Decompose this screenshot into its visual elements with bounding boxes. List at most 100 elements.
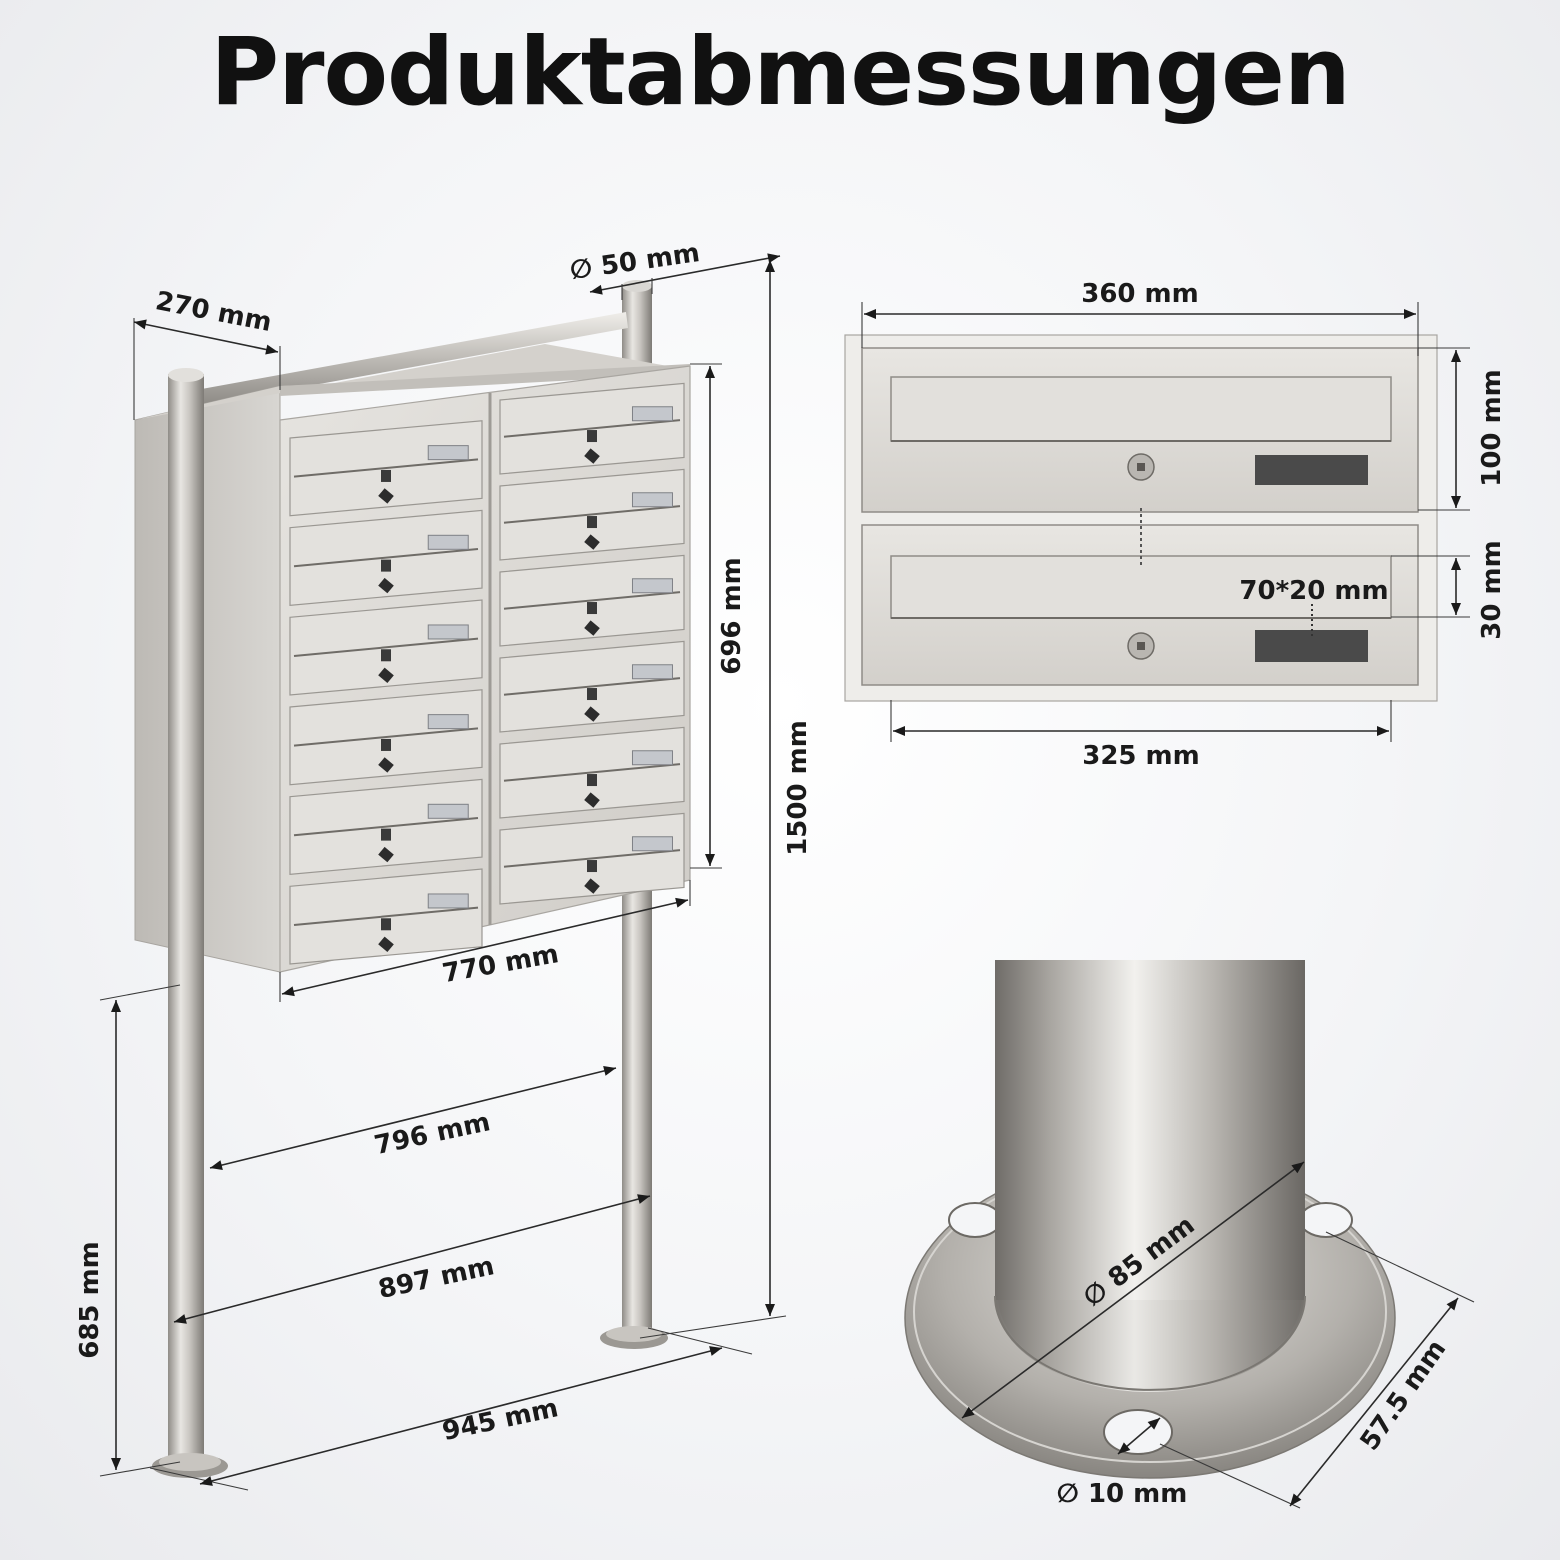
dim-box-height: 696 mm <box>717 557 747 675</box>
dim-box-height-front: 100 mm <box>1477 369 1507 487</box>
arrowhead <box>1451 558 1461 570</box>
mailbox-door <box>289 689 483 786</box>
mailbox-door <box>499 812 685 905</box>
arrowhead <box>111 1000 121 1012</box>
dim-hole-diameter: ∅ 10 mm <box>1057 1479 1188 1509</box>
key-icon <box>584 792 600 808</box>
key-icon <box>378 936 394 952</box>
arrowhead <box>765 1304 775 1316</box>
mounting-hole <box>1103 1409 1173 1455</box>
key-icon <box>584 534 600 550</box>
arrowhead <box>675 897 688 908</box>
name-label <box>427 714 469 730</box>
arrowhead <box>767 253 780 264</box>
lock-icon <box>381 828 391 841</box>
arrowhead <box>134 319 147 330</box>
lock-icon <box>381 469 391 482</box>
key-icon <box>378 577 394 594</box>
arrowhead <box>200 1476 213 1486</box>
arrowhead <box>111 1458 121 1470</box>
mailbox-door <box>289 599 483 696</box>
name-label <box>427 893 469 909</box>
mailbox-door <box>289 778 483 875</box>
name-label <box>427 624 469 640</box>
name-label <box>427 445 469 461</box>
dim-label-size: 70*20 mm <box>1239 576 1388 606</box>
lock-icon <box>587 688 597 701</box>
lock-icon <box>381 649 391 662</box>
name-label <box>631 578 673 594</box>
base-detail <box>904 960 1396 1479</box>
key-icon <box>378 488 394 504</box>
lock-icon <box>587 860 597 873</box>
dim-inner-post-spacing: 796 mm <box>372 1107 493 1161</box>
mailbox-door <box>499 468 685 561</box>
dim-base-width: 945 mm <box>440 1393 561 1447</box>
arrowhead <box>1147 1418 1160 1430</box>
mailbox-stand <box>134 280 691 1478</box>
dim-total-height: 1500 mm <box>783 720 813 856</box>
mailbox-door <box>289 868 483 965</box>
arrowhead <box>1118 1442 1131 1454</box>
top-rail <box>185 312 628 408</box>
key-icon <box>378 846 394 863</box>
key-icon <box>584 878 600 894</box>
arrowhead <box>765 260 775 272</box>
dim-post-spacing: 897 mm <box>376 1251 497 1305</box>
arrowhead <box>705 854 715 866</box>
mailbox-doors <box>289 382 685 965</box>
dim-outer-width: 360 mm <box>1081 279 1199 309</box>
mailbox-door <box>289 509 483 606</box>
name-label <box>427 803 469 819</box>
name-label <box>631 836 673 852</box>
arrowhead <box>1451 603 1461 615</box>
name-label <box>631 750 673 766</box>
name-label <box>631 664 673 680</box>
arrowhead <box>1377 726 1389 736</box>
arrowhead <box>174 1314 187 1324</box>
lock-icon <box>381 738 391 751</box>
arrowhead <box>864 309 876 319</box>
mailbox-door <box>499 726 685 819</box>
page-title: Produktabmessungen <box>210 18 1351 127</box>
lock-icon <box>381 918 391 931</box>
arrowhead <box>1404 309 1416 319</box>
dimension-arrows <box>111 253 1461 1506</box>
front-view-dimensions: 360 mm 325 mm 100 mm 30 mm 70*20 mm <box>861 279 1507 771</box>
arrowhead <box>1451 350 1461 362</box>
arrowhead <box>1291 1162 1304 1174</box>
front-post <box>168 374 204 1460</box>
lock-icon <box>381 559 391 572</box>
arrowhead <box>603 1066 616 1076</box>
arrowhead <box>1446 1298 1458 1311</box>
arrowhead <box>210 1160 223 1170</box>
arrowhead <box>705 366 715 378</box>
dim-rail-diameter: ∅ 50 mm <box>568 238 702 286</box>
name-label <box>631 406 673 422</box>
key-icon <box>584 448 600 464</box>
box-side-panel <box>134 385 281 973</box>
dim-slot-height: 30 mm <box>1477 540 1507 639</box>
key-icon <box>584 620 600 636</box>
arrowhead <box>282 986 295 997</box>
arrowhead <box>265 344 278 355</box>
lock-icon <box>587 774 597 787</box>
key-icon <box>584 706 600 722</box>
lock-icon <box>587 516 597 529</box>
lock-icon <box>587 430 597 443</box>
name-label <box>1255 455 1368 485</box>
mailbox-door <box>289 420 483 517</box>
dim-inner-width: 325 mm <box>1082 741 1200 771</box>
arrowhead <box>1451 496 1461 508</box>
name-label <box>631 492 673 508</box>
mounting-hole <box>1299 1202 1353 1238</box>
front-view <box>844 334 1438 702</box>
arrowhead <box>893 726 905 736</box>
mailbox-door <box>499 382 685 475</box>
arrowhead <box>1290 1493 1302 1506</box>
mailbox-door <box>499 640 685 733</box>
dim-bottom-clearance: 685 mm <box>75 1241 105 1359</box>
mounting-hole <box>948 1202 1002 1238</box>
box-top-panel <box>135 344 690 420</box>
